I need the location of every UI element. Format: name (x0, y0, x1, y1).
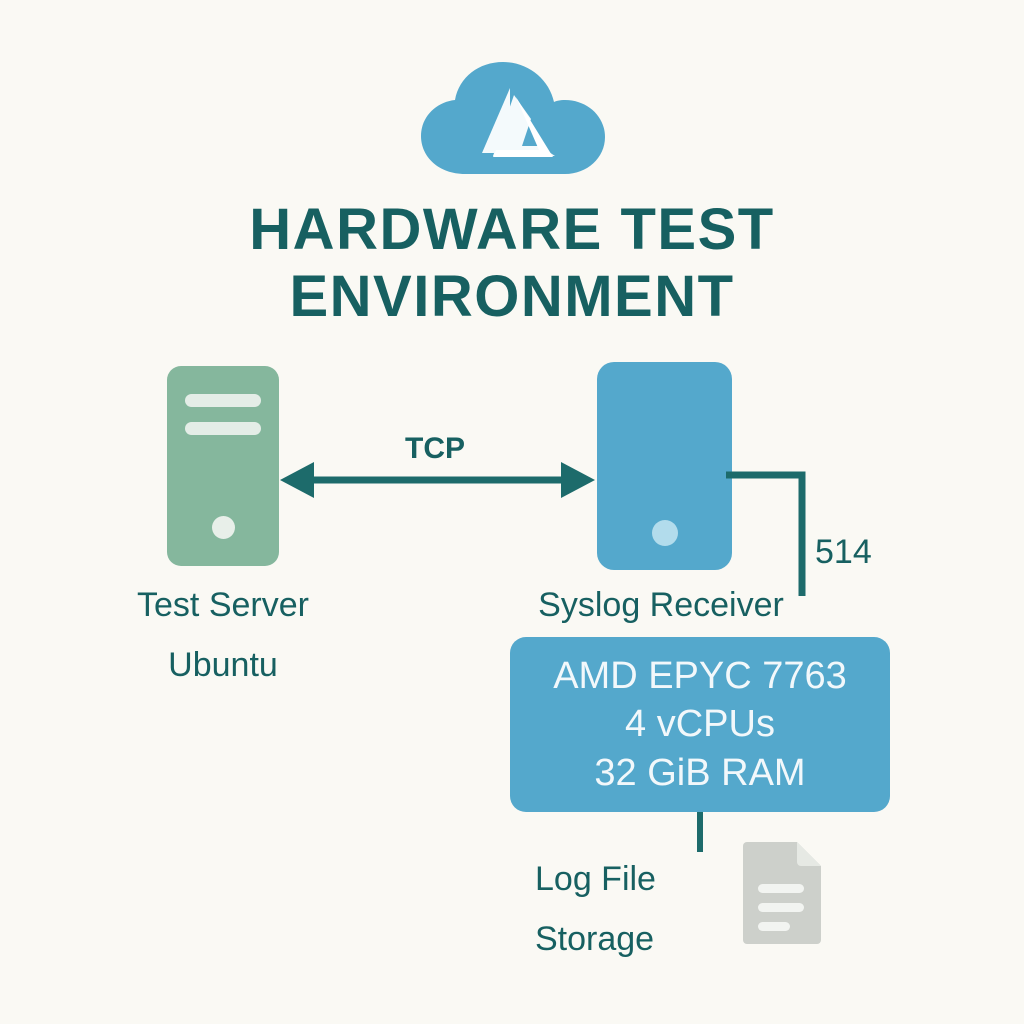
server-drive-slot-2 (185, 422, 261, 435)
hardware-spec-box: AMD EPYC 7763 4 vCPUs 32 GiB RAM (510, 637, 890, 812)
log-storage-label-line-2: Storage (535, 919, 655, 958)
server-drive-slot-1 (185, 394, 261, 407)
azure-cloud-logo (418, 62, 608, 182)
log-storage-label-line-1: Log File (535, 860, 656, 898)
page-title-line-1: HARDWARE TEST (249, 197, 775, 262)
page-title: HARDWARE TEST ENVIRONMENT (0, 196, 1024, 331)
server-power-button-icon (212, 516, 235, 539)
tcp-label: TCP (405, 432, 465, 465)
log-storage-caption: Log File Storage (535, 857, 715, 963)
spec-line-ram: 32 GiB RAM (594, 751, 806, 794)
syslog-receiver-label: Syslog Receiver (538, 586, 784, 624)
port-number-label: 514 (815, 533, 872, 571)
test-server-label: Test Server (137, 586, 309, 624)
test-server-sublabel: Ubuntu (168, 645, 278, 684)
server-tower-icon (167, 366, 279, 566)
test-server-caption: Test Server Ubuntu (63, 583, 383, 689)
server-status-light-icon (652, 520, 678, 546)
storage-connector-line (697, 812, 703, 852)
page-title-line-2: ENVIRONMENT (289, 264, 735, 330)
tcp-connection-arrow (280, 455, 595, 505)
port-connector-line (726, 468, 836, 598)
syslog-receiver-caption: Syslog Receiver (496, 583, 826, 629)
server-box-icon (597, 362, 732, 570)
spec-line-cpu-model: AMD EPYC 7763 (553, 654, 847, 697)
spec-line-vcpus: 4 vCPUs (625, 703, 775, 746)
document-file-icon (741, 838, 827, 946)
